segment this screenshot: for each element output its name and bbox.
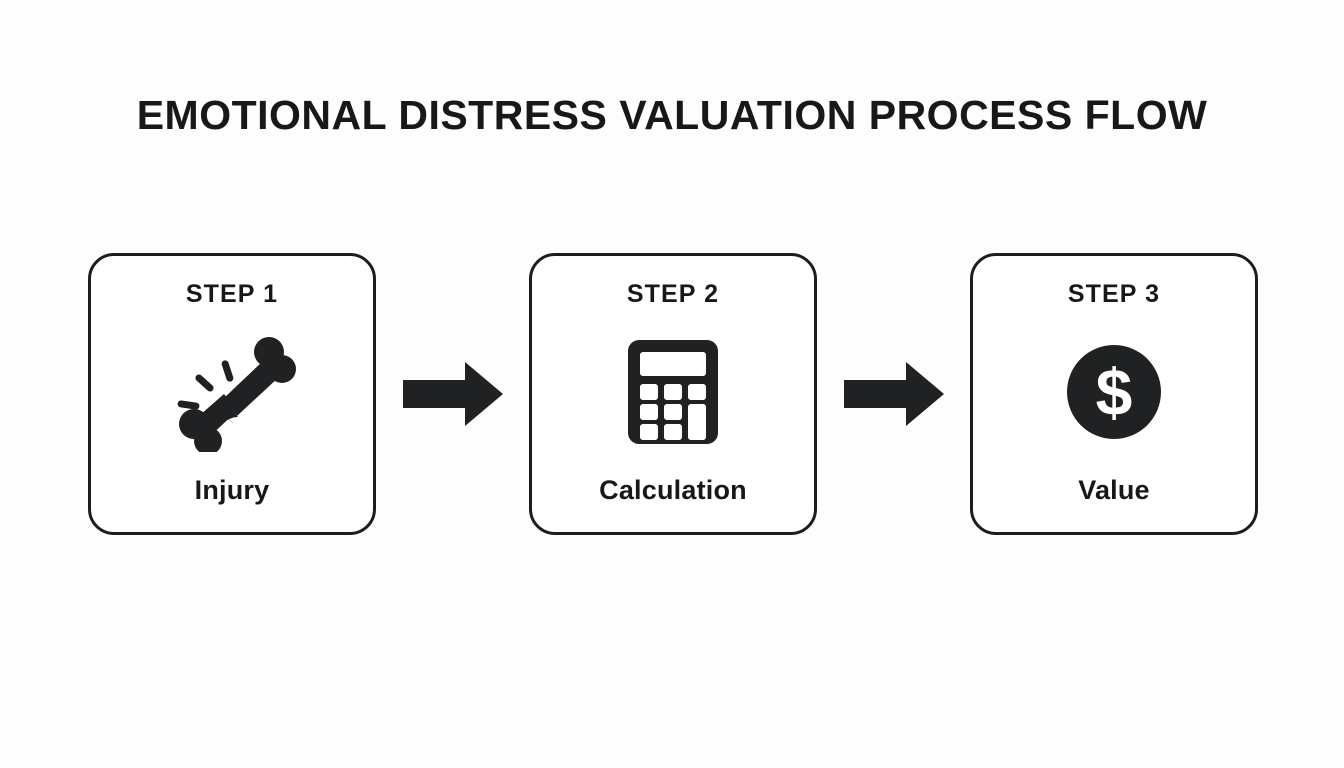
arrow-right-icon xyxy=(402,362,503,426)
step-number-2: STEP 2 xyxy=(626,280,720,308)
step-icon-container-1 xyxy=(91,309,373,475)
arrow-connector-1 xyxy=(401,358,505,430)
step-label-1: Injury xyxy=(194,475,270,505)
dollar-coin-icon: $ xyxy=(1067,345,1161,439)
step-card-3[interactable]: STEP 3 $ Value xyxy=(970,253,1258,535)
step-card-2[interactable]: STEP 2 xyxy=(529,253,817,535)
step-icon-container-3: $ xyxy=(973,309,1255,475)
step-card-1[interactable]: STEP 1 xyxy=(88,253,376,535)
step-label-2: Calculation xyxy=(599,475,747,505)
arrow-connector-2 xyxy=(842,358,946,430)
step-label-3: Value xyxy=(1078,475,1150,505)
svg-text:$: $ xyxy=(1096,355,1133,429)
process-flow-row: STEP 1 xyxy=(88,252,1258,536)
step-number-3: STEP 3 xyxy=(1067,280,1161,308)
broken-bone-icon xyxy=(177,337,296,452)
calculator-icon xyxy=(628,340,718,444)
page-title: EMOTIONAL DISTRESS VALUATION PROCESS FLO… xyxy=(136,92,1208,138)
step-icon-container-2 xyxy=(532,309,814,475)
step-number-1: STEP 1 xyxy=(185,280,279,308)
arrow-right-icon xyxy=(843,362,944,426)
